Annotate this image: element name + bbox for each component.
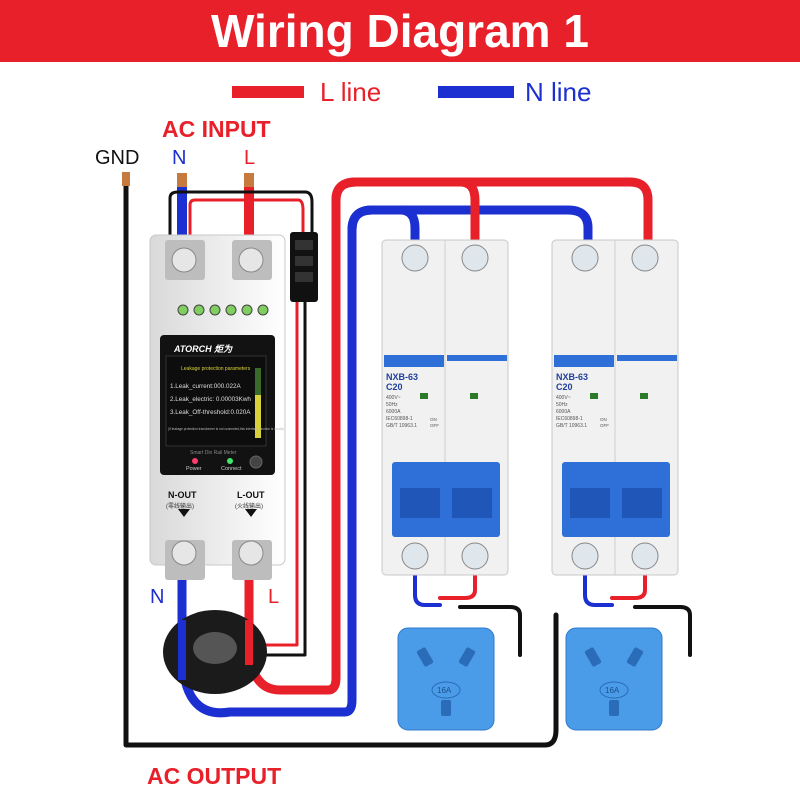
power-red-thin-wire bbox=[188, 198, 305, 247]
breaker-2 bbox=[551, 239, 679, 576]
b2-n-to-socket bbox=[583, 573, 614, 607]
title-banner bbox=[0, 0, 800, 62]
breaker-2-spec2: 50Hz bbox=[556, 402, 568, 408]
gnd-input-wire bbox=[123, 177, 559, 748]
n-output-label: N bbox=[150, 586, 164, 608]
n-input-tip bbox=[177, 173, 187, 187]
smart-meter bbox=[149, 234, 286, 580]
l-output-label: L bbox=[268, 586, 279, 608]
breaker-2-model: NXB-63 bbox=[556, 372, 588, 382]
l-input-tip bbox=[244, 173, 254, 187]
breaker-1-on: ON bbox=[430, 417, 437, 422]
meter-product-name: Smart Din Rail Meter bbox=[190, 450, 237, 456]
connect-led bbox=[227, 458, 233, 464]
b1-l-to-socket bbox=[438, 573, 477, 600]
meter-note: (If leakage protection transformer is no… bbox=[168, 427, 284, 431]
legend-n-label: N line bbox=[525, 77, 591, 107]
breaker-1-toggle bbox=[392, 462, 500, 537]
breaker-1-spec1: 400V~ bbox=[386, 395, 401, 401]
breaker-1 bbox=[381, 239, 509, 576]
meter-line-3: 3.Leak_Off-threshold:0.020A bbox=[170, 409, 251, 416]
meter-line-2: 2.Leak_electric: 0.00003Kwh bbox=[170, 396, 251, 403]
b1-n-to-socket bbox=[413, 573, 442, 607]
page-title: Wiring Diagram 1 bbox=[211, 5, 589, 57]
n-out-label: N-OUT bbox=[168, 490, 197, 500]
breaker-2-toggle bbox=[562, 462, 670, 537]
power-black-thin-wire bbox=[168, 190, 314, 247]
n-line-swatch bbox=[438, 86, 514, 98]
power-label: Power bbox=[186, 466, 202, 472]
breaker-1-std1: IEC60898-1 bbox=[386, 416, 413, 422]
breaker-1-model: NXB-63 bbox=[386, 372, 418, 382]
legend-l-label: L line bbox=[320, 77, 381, 107]
socket-2-rating: 16A bbox=[605, 686, 620, 695]
current-transformer bbox=[163, 610, 267, 694]
l-out-label: L-OUT bbox=[237, 490, 265, 500]
gnd-label: GND bbox=[95, 147, 139, 169]
breaker-2-rating: C20 bbox=[556, 382, 573, 392]
ac-input-label: AC INPUT bbox=[162, 116, 271, 142]
socket-2 bbox=[565, 627, 663, 731]
meter-terminal-row bbox=[177, 304, 269, 316]
breaker-2-spec1: 400V~ bbox=[556, 395, 571, 401]
n-output-wire bbox=[177, 205, 593, 718]
breaker-1-spec3: 6000A bbox=[386, 409, 401, 415]
meter-line-1: 1.Leak_current:000.022A bbox=[170, 383, 242, 390]
breaker-1-std2: GB/T 10963.1 bbox=[386, 423, 417, 429]
meter-brand: ATORCH 炬为 bbox=[173, 344, 233, 354]
breaker-2-std2: GB/T 10963.1 bbox=[556, 423, 587, 429]
l-line-swatch bbox=[232, 86, 304, 98]
meter-lcd bbox=[165, 355, 267, 447]
l-branch-to-breaker1 bbox=[331, 177, 480, 245]
l-out-cn-label: (火线输出) bbox=[235, 502, 263, 510]
breaker-2-on: ON bbox=[600, 417, 607, 422]
socket-1 bbox=[397, 627, 495, 731]
meter-screen-header: Leakage protection parameters bbox=[181, 366, 251, 372]
breaker-1-rating: C20 bbox=[386, 382, 403, 392]
meter-screw-n-out bbox=[171, 540, 197, 566]
breaker-1-off: OFF bbox=[430, 423, 439, 428]
socket-1-rating: 16A bbox=[437, 686, 452, 695]
socket1-ground-wire bbox=[458, 605, 522, 657]
meter-screw-l-in bbox=[238, 247, 264, 273]
breaker-2-off: OFF bbox=[600, 423, 609, 428]
ac-output-label: AC OUTPUT bbox=[147, 763, 281, 789]
l-input-label: L bbox=[244, 147, 255, 169]
b2-l-to-socket bbox=[610, 573, 647, 600]
meter-screw-l-out bbox=[238, 540, 264, 566]
breaker-2-std1: IEC60898-1 bbox=[556, 416, 583, 422]
n-input-label: N bbox=[172, 147, 186, 169]
gnd-input-tip bbox=[122, 172, 130, 186]
l-output-wire bbox=[244, 177, 653, 695]
n-out-cn-label: (零线输出) bbox=[166, 502, 194, 510]
power-led bbox=[192, 458, 198, 464]
breaker-1-spec2: 50Hz bbox=[386, 402, 398, 408]
meter-button bbox=[249, 455, 263, 469]
socket2-ground-wire bbox=[633, 605, 692, 657]
meter-screw-n-in bbox=[171, 247, 197, 273]
connect-label: Connect bbox=[221, 466, 242, 472]
breaker-2-spec3: 6000A bbox=[556, 409, 571, 415]
n-branch-to-breaker1 bbox=[347, 205, 420, 245]
